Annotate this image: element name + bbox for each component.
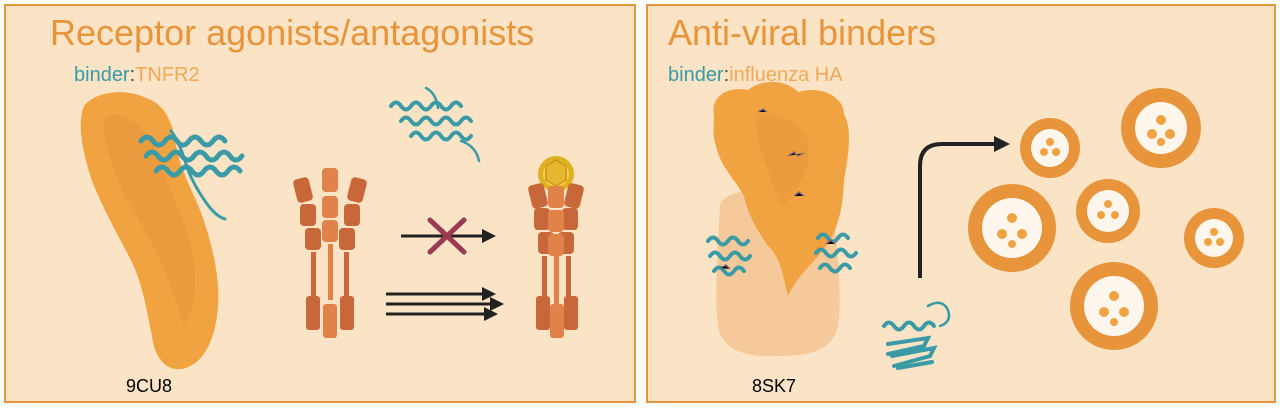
- receptor-trimer-bound: [528, 156, 584, 338]
- binder-helix-free: [389, 86, 481, 163]
- binder-ha-bound: [706, 232, 858, 277]
- virion-6: [1070, 262, 1158, 350]
- receptor-illustration: [80, 86, 584, 370]
- virion-3: [968, 184, 1056, 272]
- separator: :: [723, 64, 730, 86]
- activation-arrows: [386, 287, 504, 321]
- binder-word: binder: [74, 64, 130, 86]
- binder-target-label: binder:influenza HA: [668, 64, 843, 87]
- virion-1: [1020, 118, 1080, 178]
- target-word: influenza HA: [729, 64, 843, 86]
- binder-word: binder: [668, 64, 724, 86]
- glycan-sticks: [719, 108, 836, 270]
- blocked-arrow: [401, 217, 496, 255]
- separator: :: [129, 64, 136, 86]
- binder-target-label: binder:TNFR2: [74, 64, 200, 87]
- target-word: TNFR2: [135, 64, 200, 86]
- receptor-trimer-unbound: [293, 168, 367, 338]
- panel-receptor-agonists: Receptor agonists/antagonists binder:TNF…: [4, 4, 636, 403]
- panel-anti-viral-binders: Anti-viral binders binder:influenza HA: [646, 4, 1276, 403]
- tnfr2-surface-shade: [103, 115, 196, 326]
- panel-title: Receptor agonists/antagonists: [50, 12, 535, 53]
- ha-head-shade: [755, 114, 809, 206]
- neutralization-arrow: [918, 142, 996, 278]
- antiviral-illustration: [706, 81, 1244, 370]
- virion-2: [1121, 88, 1201, 168]
- panel-title: Anti-viral binders: [668, 12, 937, 53]
- virion-5: [1184, 208, 1244, 268]
- pdb-id: 9CU8: [126, 376, 173, 396]
- binder-helix-bound: [138, 129, 245, 221]
- neutralization-arrowhead: [994, 136, 1010, 152]
- binder-free: [882, 301, 951, 370]
- virion-4: [1076, 179, 1140, 243]
- pdb-id: 8SK7: [752, 376, 797, 396]
